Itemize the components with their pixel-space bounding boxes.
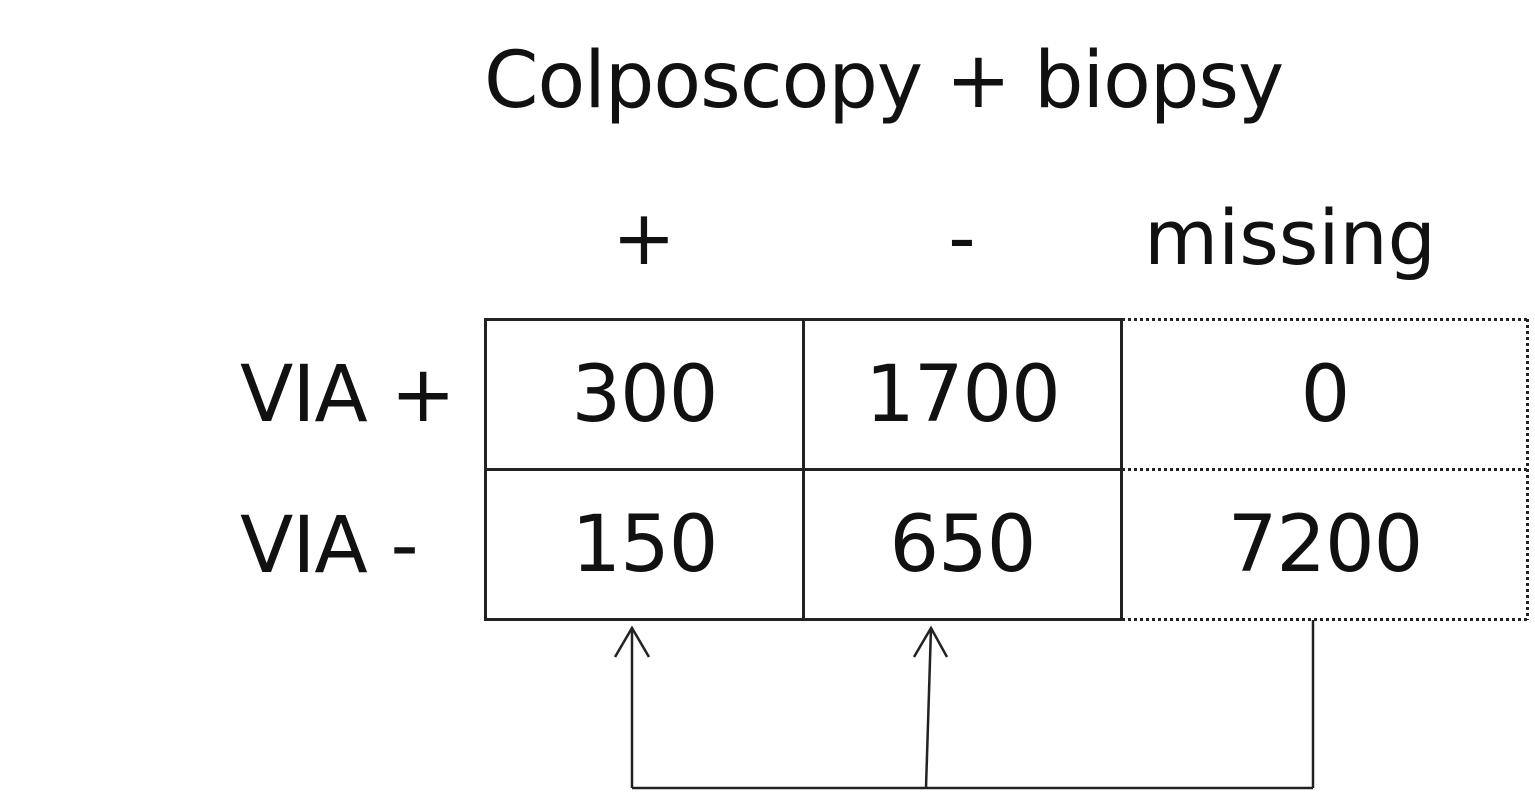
cell-via-neg-colpo-neg: 650 [802, 468, 1123, 621]
redistribution-connector [613, 620, 1315, 790]
missing-column-dotted-border [1122, 318, 1529, 621]
cell-via-neg-colpo-pos: 150 [484, 468, 805, 621]
column-header-missing: missing [1144, 193, 1436, 282]
row-header-via-positive: VIA + [240, 350, 456, 440]
diagram-title: Colposcopy + biopsy [484, 36, 1284, 126]
arrow-head-positive [613, 625, 651, 658]
arrow-head-negative [912, 625, 949, 658]
column-header-negative: - [948, 193, 976, 282]
cell-via-neg-missing: 7200 [1227, 500, 1424, 590]
row-header-via-negative: VIA - [240, 501, 419, 591]
cell-via-pos-missing: 0 [1300, 350, 1351, 440]
column-header-positive: + [612, 193, 676, 282]
arrow-to-negative-column [924, 627, 933, 789]
